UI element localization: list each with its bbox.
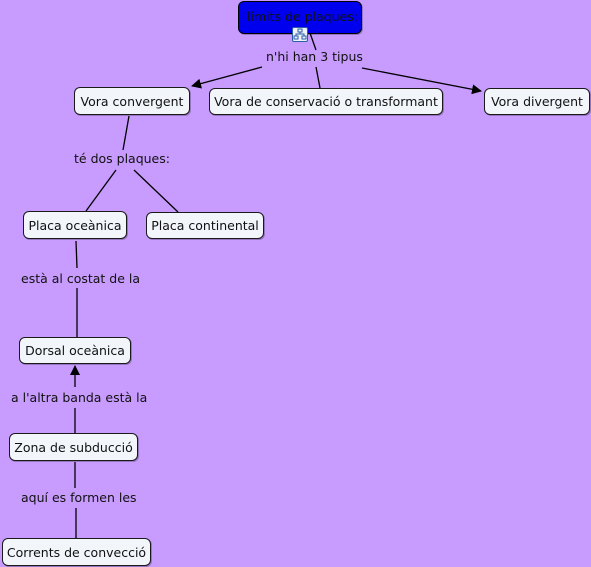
node-placa-continental[interactable]: Placa continental — [146, 212, 264, 239]
node-vora-divergent[interactable]: Vora divergent — [484, 88, 590, 115]
line-dos-oceanica — [85, 169, 117, 212]
concept-map-icon[interactable] — [292, 27, 308, 42]
root-node-label: límits de plaques: — [247, 9, 358, 24]
line-oceanica-costat — [75, 240, 78, 269]
line-convergent-dos — [122, 115, 130, 151]
node-vora-conservacio-label: Vora de conservació o transformant — [214, 94, 438, 109]
node-corrents-conveccio[interactable]: Corrents de convecció — [2, 538, 151, 566]
link-label-tipus: n'hi han 3 tipus — [266, 49, 363, 64]
node-placa-oceanica[interactable]: Placa oceànica — [23, 211, 127, 239]
line-root-tipus — [309, 32, 317, 51]
line-tipus-convergent — [191, 66, 263, 89]
node-placa-continental-label: Placa continental — [151, 218, 259, 233]
line-dos-continental — [133, 169, 179, 213]
line-tipus-divergent — [361, 67, 482, 95]
link-label-dos: té dos plaques: — [74, 151, 170, 166]
node-dorsal-oceanica-label: Dorsal oceànica — [25, 343, 125, 358]
node-vora-conservacio[interactable]: Vora de conservació o transformant — [209, 88, 443, 115]
link-label-formen: aquí es formen les — [21, 490, 137, 505]
node-placa-oceanica-label: Placa oceànica — [28, 217, 122, 233]
line-tipus-conservacio — [315, 66, 321, 89]
node-zona-subduccio[interactable]: Zona de subducció — [9, 433, 138, 461]
node-vora-divergent-label: Vora divergent — [491, 94, 583, 109]
link-label-costat: està al costat de la — [21, 271, 141, 286]
node-dorsal-oceanica[interactable]: Dorsal oceànica — [19, 337, 131, 364]
node-vora-convergent[interactable]: Vora convergent — [74, 87, 190, 115]
node-vora-convergent-label: Vora convergent — [80, 93, 184, 109]
node-corrents-conveccio-label: Corrents de convecció — [6, 544, 147, 560]
link-label-altra: a l'altra banda està la — [11, 390, 148, 405]
node-zona-subduccio-label: Zona de subducció — [14, 439, 133, 455]
